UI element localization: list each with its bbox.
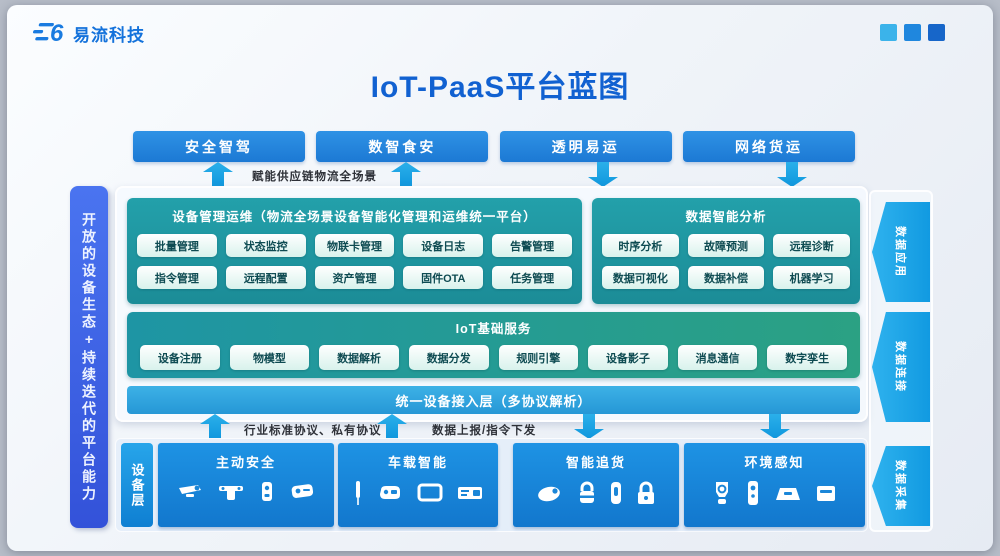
company-logo: 6 易流科技 <box>30 20 145 46</box>
device-icon-row <box>158 480 334 504</box>
capability-chip: 消息通信 <box>677 345 758 370</box>
capability-chip: 批量管理 <box>137 234 217 257</box>
logo-text: 易流科技 <box>73 25 145 45</box>
iot-base-panel: IoT基础服务 设备注册 物模型 数据解析 数据分发 规则引擎 设备影子 消息通… <box>127 312 860 378</box>
antenna-icon <box>355 481 360 505</box>
display-icon <box>417 483 442 502</box>
capability-chip: 数据解析 <box>319 345 399 370</box>
driver-monitor-icon <box>261 482 272 501</box>
window-squares <box>880 24 945 41</box>
device-layer-rail: 设备层 <box>121 443 153 527</box>
capability-chip: 数字孪生 <box>767 345 847 370</box>
data-flow-tag-connection: 数据连接 <box>872 312 930 422</box>
capability-chip: 固件OTA <box>403 266 484 289</box>
device-box-environment-sensing: 环境感知 <box>684 443 865 527</box>
tracker-icon <box>537 486 560 502</box>
protocol-note-left: 行业标准协议、私有协议 <box>244 425 382 437</box>
capability-chip: 数据补偿 <box>687 266 765 289</box>
platform-panel: 设备管理运维（物流全场景设备智能化管理和运维统一平台） 批量管理 状态监控 物联… <box>115 186 868 422</box>
svg-text:6: 6 <box>50 20 64 46</box>
data-analysis-title: 数据智能分析 <box>685 210 767 224</box>
left-rail-label: 开放的设备生态+持续迭代的平台能力 <box>81 211 97 503</box>
capability-chip: 物模型 <box>229 345 310 370</box>
adas-camera-icon <box>218 486 243 500</box>
device-mgmt-title: 设备管理运维（物流全场景设备智能化管理和运维统一平台） <box>172 210 537 224</box>
capability-chip: 数据分发 <box>408 345 489 370</box>
page-title: IoT-PaaS平台蓝图 <box>370 71 630 104</box>
capability-chip: 远程诊断 <box>773 234 850 257</box>
tag-label: 数据采集 <box>894 460 906 512</box>
scenario-button-network-freight[interactable]: 网络货运 <box>682 131 855 162</box>
scenario-button-food-safety[interactable]: 数智食安 <box>316 131 489 162</box>
device-box-smart-cargo: 智能追货 <box>513 443 679 527</box>
enable-note: 赋能供应链物流全场景 <box>252 171 377 183</box>
device-box-title: 环境感知 <box>744 455 805 470</box>
e6-logo-icon: 6 <box>33 20 64 46</box>
tag-label: 数据应用 <box>894 226 906 278</box>
square-icon[interactable] <box>904 24 921 41</box>
device-icon-row <box>338 480 498 506</box>
capability-chip: 告警管理 <box>492 234 572 257</box>
terminal-box-icon <box>457 487 482 499</box>
capability-chip: 机器学习 <box>773 266 850 289</box>
capability-chip: 数据可视化 <box>602 266 679 289</box>
data-flow-tag-collection: 数据采集 <box>872 446 930 526</box>
left-capability-rail: 开放的设备生态+持续迭代的平台能力 <box>70 186 108 528</box>
capability-chip: 资产管理 <box>314 266 395 289</box>
device-box-vehicle-intelligence: 车载智能 <box>338 443 498 527</box>
data-analysis-chip-grid: 时序分析 故障预测 远程诊断 数据可视化 数据补偿 机器学习 <box>592 225 860 289</box>
sensor-badge-icon <box>716 482 728 504</box>
capability-chip: 状态监控 <box>225 234 306 257</box>
capability-chip: 设备影子 <box>588 345 668 370</box>
padlock-icon <box>637 481 654 504</box>
data-flow-tag-application: 数据应用 <box>872 202 930 302</box>
capability-chip: 设备注册 <box>140 345 220 370</box>
device-box-title: 车载智能 <box>387 455 448 470</box>
capability-chip: 物联卡管理 <box>314 234 395 257</box>
round-padlock-icon <box>579 481 594 503</box>
tag-label: 数据连接 <box>894 341 906 393</box>
device-layer-label: 设备层 <box>129 462 145 508</box>
capability-chip: 故障预测 <box>687 234 765 257</box>
capability-chip: 指令管理 <box>137 266 217 289</box>
capability-chip: 远程配置 <box>225 266 306 289</box>
capability-chip: 时序分析 <box>602 234 679 257</box>
iot-base-chip-grid: 设备注册 物模型 数据解析 数据分发 规则引擎 设备影子 消息通信 数字孪生 <box>127 337 860 370</box>
obd-device-icon <box>379 486 400 499</box>
square-icon[interactable] <box>880 24 897 41</box>
device-mgmt-panel: 设备管理运维（物流全场景设备智能化管理和运维统一平台） 批量管理 状态监控 物联… <box>127 198 582 304</box>
iot-base-title: IoT基础服务 <box>455 322 532 336</box>
sensor-pad-icon <box>776 488 800 500</box>
scenario-button-transparent-logistics[interactable]: 透明易运 <box>499 131 672 162</box>
data-analysis-panel: 数据智能分析 时序分析 故障预测 远程诊断 数据可视化 数据补偿 机器学习 <box>592 198 860 304</box>
device-icon-row <box>513 480 679 506</box>
dashcam-icon <box>178 485 201 497</box>
access-layer-bar: 统一设备接入层（多协议解析） <box>127 386 860 414</box>
tag-capsule-icon <box>610 482 621 504</box>
capability-chip: 任务管理 <box>492 266 572 289</box>
recorder-icon <box>291 484 313 498</box>
capability-chip: 设备日志 <box>403 234 484 257</box>
device-box-active-safety: 主动安全 <box>158 443 334 527</box>
reader-icon <box>817 486 835 501</box>
device-mgmt-chip-grid: 批量管理 状态监控 物联卡管理 设备日志 告警管理 指令管理 远程配置 资产管理… <box>127 225 582 289</box>
capability-chip: 规则引擎 <box>498 345 579 370</box>
device-icon-row <box>684 480 865 506</box>
scenario-button-safe-driving[interactable]: 安全智驾 <box>133 131 305 162</box>
square-icon[interactable] <box>928 24 945 41</box>
sensor-stick-icon <box>748 481 758 505</box>
device-box-title: 智能追货 <box>565 455 626 470</box>
device-box-title: 主动安全 <box>215 455 276 470</box>
protocol-note-right: 数据上报/指令下发 <box>432 425 537 437</box>
scenario-button-row: 安全智驾 数智食安 透明易运 网络货运 <box>133 131 855 162</box>
